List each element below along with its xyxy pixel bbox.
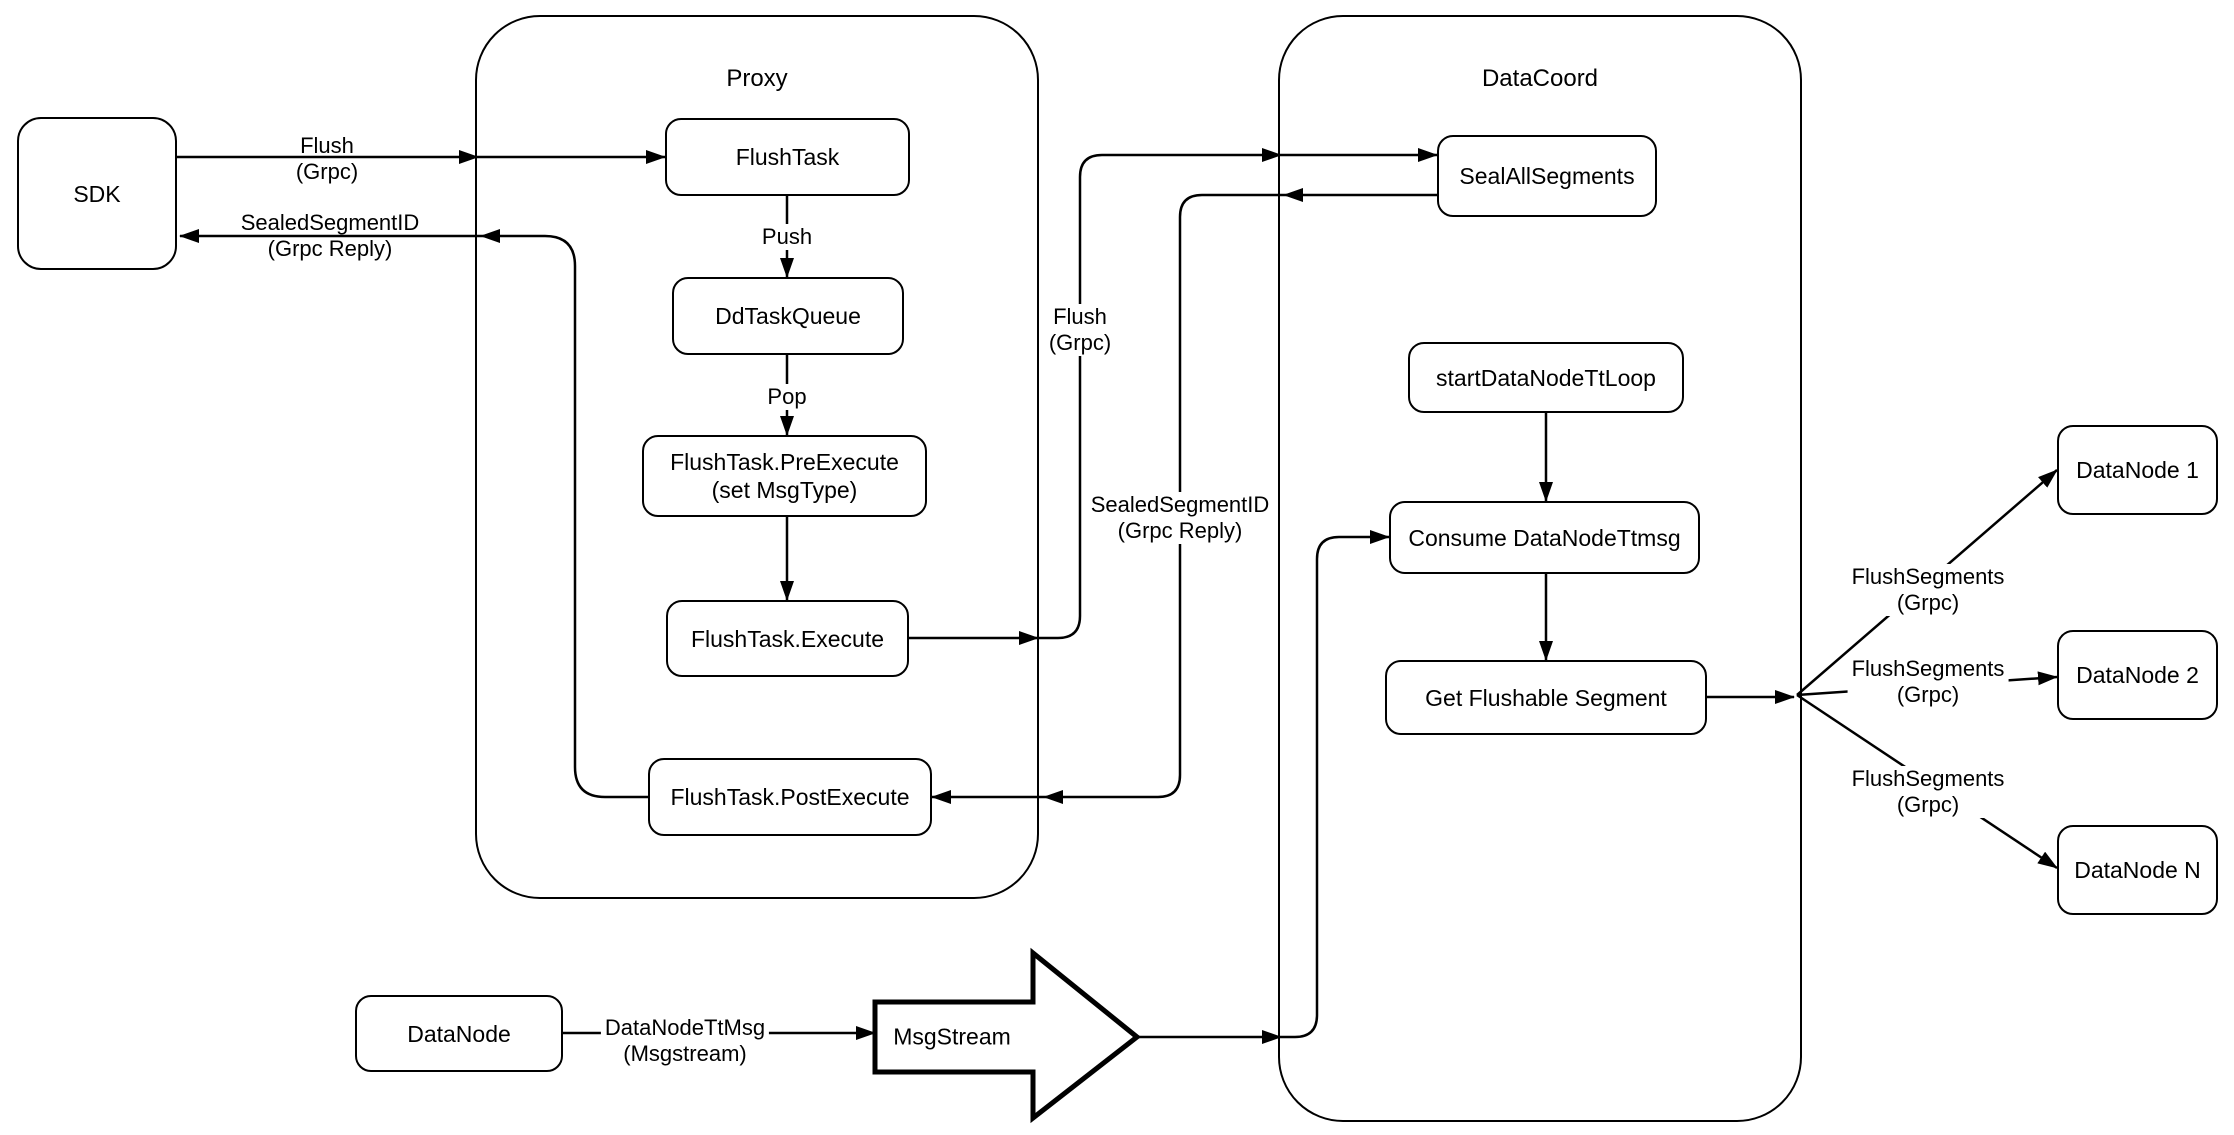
node-datanode-1: DataNode 1 bbox=[2057, 425, 2218, 515]
msgstream-arrow-shape bbox=[872, 947, 1142, 1124]
datacoord-title: DataCoord bbox=[1481, 65, 1599, 92]
edge-label-push: Push bbox=[757, 224, 817, 250]
node-datanode-bottom: DataNode bbox=[355, 995, 563, 1072]
edge-flush-up-to-datacoord bbox=[1038, 148, 1282, 640]
node-datanode-n: DataNode N bbox=[2057, 825, 2218, 915]
node-sdk-label: SDK bbox=[73, 180, 121, 207]
proxy-title: Proxy bbox=[726, 65, 788, 92]
node-sealallsegments: SealAllSegments bbox=[1437, 135, 1657, 217]
node-postexecute: FlushTask.PostExecute bbox=[648, 758, 932, 836]
edge-label-datanodettmsg: DataNodeTtMsg (Msgstream) bbox=[600, 1015, 770, 1067]
edge-msgstream-into-consume bbox=[1281, 530, 1390, 1039]
datacoord-container: DataCoord bbox=[1278, 15, 1802, 1122]
msgstream-label: MsgStream bbox=[893, 1023, 1011, 1050]
node-preexecute-sublabel: (set MsgType) bbox=[711, 477, 858, 503]
node-flushtask-label: FlushTask bbox=[735, 144, 840, 170]
node-execute: FlushTask.Execute bbox=[666, 600, 909, 677]
edge-sealed-postexecute-to-proxy bbox=[480, 229, 648, 799]
edge-label-flush-proxy: Flush (Grpc) bbox=[1044, 304, 1116, 356]
edge-label-flushsegments-2: FlushSegments (Grpc) bbox=[1847, 656, 2009, 708]
node-postexecute-label: FlushTask.PostExecute bbox=[670, 784, 910, 810]
node-sdk: SDK bbox=[17, 117, 177, 270]
node-datanode-1-label: DataNode 1 bbox=[2076, 457, 2199, 483]
node-sealallsegments-label: SealAllSegments bbox=[1459, 163, 1635, 189]
node-startdatanodettloop-label: startDataNodeTtLoop bbox=[1436, 364, 1656, 391]
edge-label-flush-sdk: Flush (Grpc) bbox=[295, 133, 359, 184]
node-getflushablesegment: Get Flushable Segment bbox=[1385, 660, 1707, 735]
node-preexecute: FlushTask.PreExecute (set MsgType) bbox=[642, 435, 927, 517]
node-datanode-n-label: DataNode N bbox=[2074, 857, 2201, 883]
node-getflushablesegment-label: Get Flushable Segment bbox=[1425, 684, 1667, 711]
node-consumedatanodettmsg-label: Consume DataNodeTtmsg bbox=[1408, 524, 1681, 551]
edge-label-flushsegments-3: FlushSegments (Grpc) bbox=[1847, 766, 2009, 818]
edge-label-flushsegments-1: FlushSegments (Grpc) bbox=[1847, 564, 2009, 616]
proxy-container: Proxy bbox=[475, 15, 1039, 899]
node-datanode-2: DataNode 2 bbox=[2057, 630, 2218, 720]
node-startdatanodettloop: startDataNodeTtLoop bbox=[1408, 342, 1684, 413]
node-preexecute-label: FlushTask.PreExecute bbox=[670, 449, 899, 475]
edge-label-sealedsegmentid-datacoord: SealedSegmentID (Grpc Reply) bbox=[1086, 492, 1274, 544]
node-execute-label: FlushTask.Execute bbox=[690, 625, 885, 652]
edge-label-sealedsegmentid-sdk: SealedSegmentID (Grpc Reply) bbox=[240, 210, 420, 261]
node-ddtaskqueue: DdTaskQueue bbox=[672, 277, 904, 355]
node-consumedatanodettmsg: Consume DataNodeTtmsg bbox=[1389, 501, 1700, 574]
node-datanode-2-label: DataNode 2 bbox=[2076, 662, 2199, 688]
edge-label-pop: Pop bbox=[763, 384, 811, 410]
node-datanode-bottom-label: DataNode bbox=[407, 1020, 511, 1047]
node-flushtask: FlushTask bbox=[665, 118, 910, 196]
node-ddtaskqueue-label: DdTaskQueue bbox=[715, 303, 861, 329]
